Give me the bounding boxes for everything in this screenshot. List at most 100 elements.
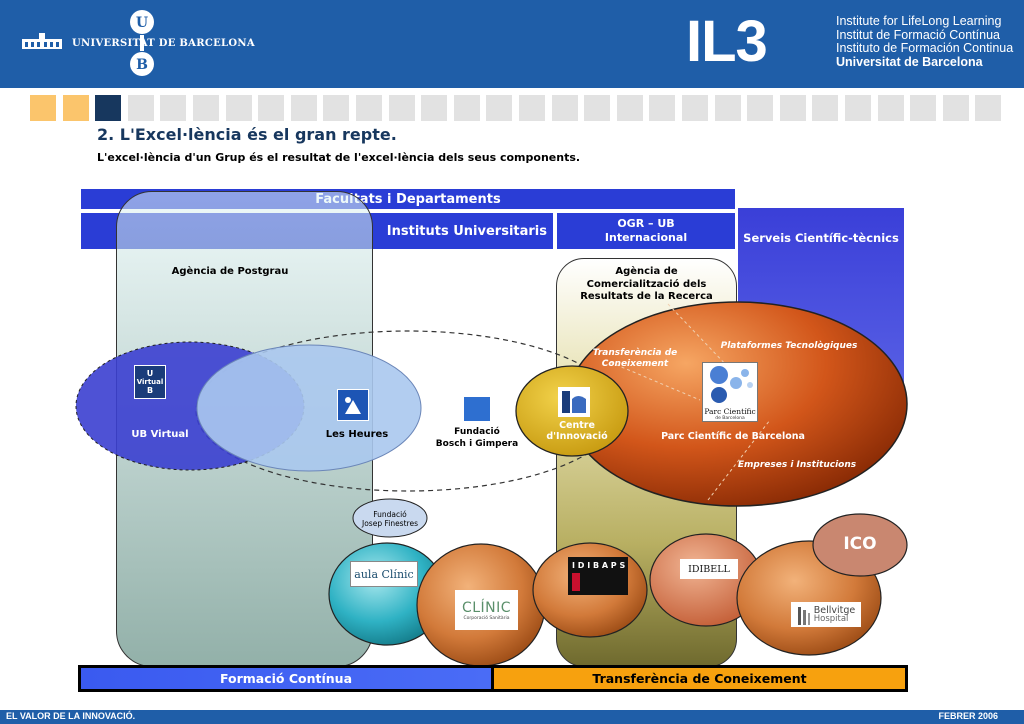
- progress-square: [747, 95, 774, 121]
- bosch-line-1: Fundació: [454, 427, 500, 437]
- serveis-label: Serveis Científic-tècnics: [743, 231, 899, 245]
- progress-square: [225, 95, 252, 121]
- progress-square: [779, 95, 806, 121]
- progress-square: [877, 95, 904, 121]
- centre-line-1: Centre: [559, 420, 595, 431]
- ub-virtual-logo: U Virtual B: [134, 365, 166, 399]
- il3-line-2: Institut de Formació Contínua: [836, 27, 1000, 42]
- footer-left: EL VALOR DE LA INNOVACIÓ.: [6, 711, 136, 721]
- transferencia-bar: Transferència de Coneixement: [494, 668, 905, 689]
- agencia-comercialitzacio-label: Agència de Comercialització dels Resulta…: [556, 266, 737, 304]
- progress-square: [193, 95, 219, 121]
- slide-title: 2. L'Excel·lència és el gran repte.: [97, 125, 397, 144]
- ico-label: ICO: [843, 534, 877, 554]
- il3-lines: Institute for LifeLong Learning Institut…: [836, 14, 1014, 69]
- ub-virtual-label: UB Virtual: [131, 429, 189, 440]
- divider-line-3: [604, 359, 701, 401]
- progress-square: [356, 95, 382, 121]
- progress-square: [714, 95, 741, 121]
- progress-square: [486, 95, 513, 121]
- aula-clinic-text: aula Clínic: [354, 567, 414, 581]
- transferencia-line-1: Transferència de: [592, 348, 678, 358]
- centre-line-2: d'Innovació: [546, 431, 608, 442]
- il3-logo: IL3: [686, 9, 768, 74]
- footer-right: FEBRER 2006: [938, 711, 998, 721]
- il3-line-4: Universitat de Barcelona: [836, 54, 983, 69]
- progress-square: [682, 95, 708, 121]
- ub-building-icon: [22, 31, 62, 49]
- parc-cientific-label: Parc Científic de Barcelona: [661, 431, 805, 442]
- finestres-ellipse: [352, 498, 428, 538]
- aula-clinic-logo: aula Clínic: [350, 561, 418, 587]
- il3-line-3: Instituto de Formación Continua: [836, 41, 1014, 55]
- parc-logo-text: Parc Científic: [704, 407, 756, 416]
- ogr-line-2: Internacional: [604, 231, 688, 244]
- transferencia-italic-label: Transferència de Coneixement: [580, 348, 690, 370]
- les-heures-label: Les Heures: [325, 429, 389, 440]
- svg-text:U: U: [136, 15, 148, 31]
- idibell-text: IDIBELL: [688, 563, 730, 575]
- ico-ellipse: [812, 513, 908, 577]
- progress-square: [421, 95, 448, 121]
- progress-square: [62, 95, 89, 121]
- comercialitzacio-line-3: Resultats de la Recerca: [580, 291, 713, 302]
- footer-bar: [0, 710, 1024, 724]
- finestres-label: Fundació Josep Finestres: [353, 510, 427, 528]
- divider-line-2: [707, 419, 771, 501]
- plataformes-label: Plataformes Tecnològiques: [720, 341, 858, 351]
- ub-virtual-logo-text: Virtual: [136, 378, 164, 386]
- idibaps-red-bar: [572, 573, 580, 591]
- bellvitge-name: Bellvitge: [813, 604, 856, 616]
- fbg-logo: [464, 397, 490, 421]
- les-heures-logo: [337, 389, 369, 421]
- agencia-postgrau-label: Agència de Postgrau: [171, 266, 289, 277]
- progress-square: [453, 95, 480, 121]
- parc-logo-sub: de Barcelona: [715, 416, 745, 421]
- svg-text:B: B: [136, 57, 148, 73]
- progress-square: [616, 95, 643, 121]
- clinic-sub: Corporació Sanitària: [463, 615, 510, 621]
- progress-square: [95, 95, 122, 121]
- progress-square: [258, 95, 285, 121]
- progress-square: [812, 95, 839, 121]
- ub-crest-icon: U B: [128, 8, 156, 78]
- clinic-logo: CLÍNIC Corporació Sanitària: [455, 590, 518, 630]
- progress-square: [290, 95, 317, 121]
- progress-square: [519, 95, 545, 121]
- progress-square: [649, 95, 676, 121]
- progress-square: [551, 95, 578, 121]
- ogr-band: OGR – UB Internacional: [556, 212, 736, 250]
- progress-square: [845, 95, 871, 121]
- fundacio-bosch-label: Fundació Bosch i Gimpera: [421, 427, 533, 450]
- comercialitzacio-line-1: Agència de: [615, 266, 678, 277]
- finestres-line-2: Josep Finestres: [362, 519, 418, 528]
- idibell-logo: IDIBELL: [680, 559, 738, 579]
- bellvitge-sub: Hospital: [813, 613, 849, 624]
- transferencia-line-2: Coneixement: [601, 359, 669, 369]
- progress-square: [942, 95, 969, 121]
- ub-u-glyph: U: [146, 369, 154, 378]
- idibaps-text: I D I B A P S: [572, 561, 626, 570]
- formacio-continua-label: Formació Contínua: [219, 671, 353, 686]
- progress-square: [127, 95, 154, 121]
- formacio-continua-bar: Formació Contínua: [81, 668, 491, 689]
- bellvitge-text: Bellvitge Hospital: [813, 604, 856, 624]
- transferencia-coneixement-label: Transferència de Coneixement: [592, 671, 807, 686]
- slide-subtitle: L'excel·lència d'un Grup és el resultat …: [97, 151, 581, 164]
- progress-square: [584, 95, 611, 121]
- les-heures-ellipse: [196, 344, 422, 472]
- comercialitzacio-line-2: Comercialització dels: [586, 278, 707, 290]
- progress-square: [323, 95, 350, 121]
- ub-b-glyph: B: [146, 386, 154, 395]
- bellvitge-logo: Bellvitge Hospital: [791, 602, 861, 627]
- ogr-line-1: OGR – UB: [617, 217, 675, 230]
- progress-square: [30, 95, 56, 121]
- progress-square: [910, 95, 937, 121]
- empreses-label: Empreses i Institucions: [737, 460, 857, 470]
- progress-square: [388, 95, 415, 121]
- divider-line-1: [667, 303, 751, 391]
- bosch-line-2: Bosch i Gimpera: [435, 438, 519, 449]
- header-bar: UNIVERSITAT DE BARCELONA U B IL3 Institu…: [0, 0, 1024, 88]
- il3-line-1: Institute for LifeLong Learning: [836, 14, 1002, 28]
